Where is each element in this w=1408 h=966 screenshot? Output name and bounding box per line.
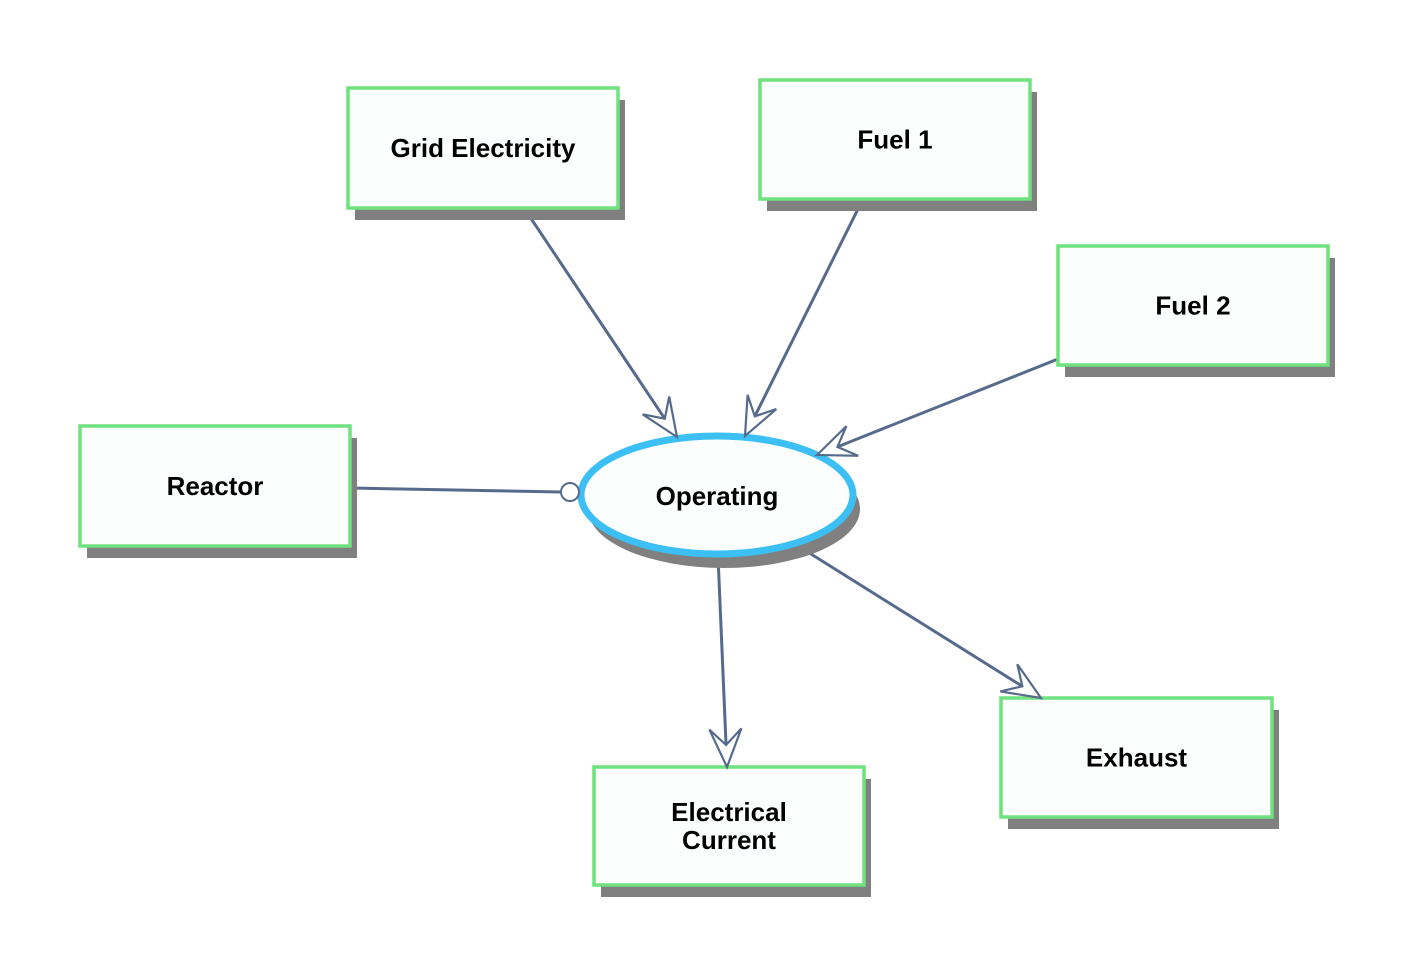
object-fuel-1[interactable]: Fuel 1 (758, 78, 1037, 211)
instrument-circle-icon (560, 482, 580, 502)
process-operating[interactable]: Operating (577, 432, 860, 568)
link-line[interactable] (716, 554, 728, 747)
object-label: Exhaust (1086, 743, 1187, 773)
object-box[interactable] (1056, 244, 1330, 367)
arrowhead-icon (708, 727, 743, 770)
link-line[interactable] (522, 206, 667, 421)
object-box[interactable] (346, 86, 620, 210)
arrowhead-icon (641, 396, 679, 440)
object-box[interactable] (758, 78, 1032, 201)
link-line[interactable] (793, 542, 1024, 688)
object-label: Current (682, 825, 776, 855)
link-operating-to-exhaust[interactable] (793, 542, 1024, 688)
object-label: Fuel 1 (857, 125, 932, 155)
object-grid-electricity[interactable]: Grid Electricity (346, 86, 625, 220)
links-layer (348, 197, 1060, 747)
arrowhead-icon (814, 425, 859, 457)
link-line[interactable] (348, 486, 563, 494)
link-fuel-2-to-operating[interactable] (835, 357, 1060, 449)
link-grid-electricity-to-operating[interactable] (522, 206, 667, 421)
link-reactor-to-operating[interactable] (348, 486, 563, 494)
object-fuel-2[interactable]: Fuel 2 (1056, 244, 1335, 377)
object-label: Fuel 2 (1155, 291, 1230, 321)
process-label: Operating (656, 481, 779, 511)
link-line[interactable] (835, 357, 1060, 449)
link-operating-to-electrical-current[interactable] (716, 554, 728, 747)
object-reactor[interactable]: Reactor (78, 424, 357, 558)
link-line[interactable] (753, 197, 865, 418)
nodes-layer: Operating Grid Electricity Fuel 1 Fuel 2 Rea… (78, 78, 1335, 897)
object-label: Reactor (167, 471, 264, 501)
arrowhead-icon (743, 394, 778, 439)
object-box[interactable] (592, 765, 866, 887)
link-fuel-1-to-operating[interactable] (753, 197, 865, 418)
object-label: Electrical (671, 797, 787, 827)
process-ellipse[interactable] (577, 432, 857, 558)
object-box[interactable] (78, 424, 352, 548)
object-label: Grid Electricity (391, 133, 576, 163)
arrowhead-icon (1000, 663, 1044, 700)
object-box[interactable] (999, 696, 1274, 819)
object-exhaust[interactable]: Exhaust (999, 696, 1279, 829)
